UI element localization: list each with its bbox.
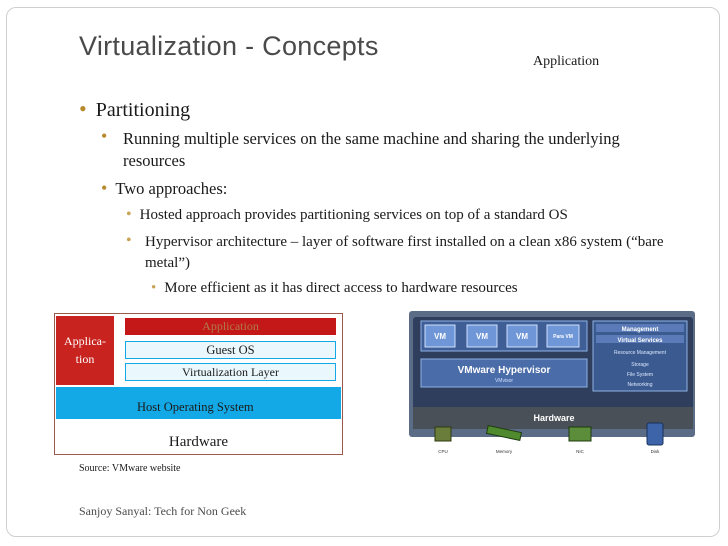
bullet-dot-icon: • <box>126 232 132 249</box>
footer-author: Sanjoy Sanyal: Tech for Non Geek <box>79 504 247 518</box>
service-label: Networking <box>627 382 652 388</box>
vm-box-label: VM <box>516 332 528 341</box>
service-label: Storage <box>631 362 649 368</box>
bullet-text: Running multiple services on the same ma… <box>123 129 620 170</box>
bullet-dot-icon: • <box>101 126 108 146</box>
hypervisor-label: VMware Hypervisor <box>458 365 551 376</box>
bullet-hosted-approach: • Hosted approach provides partitioning s… <box>126 206 568 224</box>
vm-box-label: Para VM <box>553 334 573 340</box>
host-os-layer: Host Operating System <box>56 387 341 419</box>
bullet-text: Partitioning <box>95 99 191 121</box>
service-label: File System <box>627 372 653 378</box>
service-label: Resource Management <box>614 350 667 356</box>
slide-frame <box>6 7 720 537</box>
application-top-block: Application <box>125 318 336 335</box>
bullet-dot-icon: • <box>79 96 87 121</box>
component-label: Disk <box>651 449 660 454</box>
bullet-running-services: • Running multiple services on the same … <box>101 126 681 172</box>
component-label: Memory <box>496 449 513 454</box>
bullet-partitioning: • Partitioning <box>79 96 190 122</box>
application-label: Application <box>533 54 600 69</box>
cpu-icon <box>434 426 452 442</box>
hardware-label: Hardware <box>533 413 574 423</box>
disk-icon <box>646 422 664 446</box>
bullet-dot-icon: • <box>151 280 157 296</box>
application-side-block: Applica-tion <box>56 316 114 385</box>
vm-box-label: VM <box>476 332 488 341</box>
memory-icon <box>485 424 523 442</box>
vmware-hypervisor-image: VM VM VM Para VM VMware Hypervisor VMvis… <box>409 311 695 454</box>
vm-box-label: VM <box>434 332 446 341</box>
bullet-dot-icon: • <box>101 178 108 198</box>
management-label: Management <box>622 327 659 333</box>
source-note: Source: VMware website <box>79 463 181 474</box>
guest-os-block: Guest OS <box>125 341 336 359</box>
bullet-hypervisor-architecture: • Hypervisor architecture – layer of sof… <box>126 232 676 274</box>
slide-title: Virtualization - Concepts <box>79 31 379 61</box>
hardware-label: Hardware <box>168 434 229 450</box>
hypervisor-sub-label: VMvisor <box>495 378 513 384</box>
virtualization-layer-block: Virtualization Layer <box>125 363 336 381</box>
bullet-two-approaches: • Two approaches: <box>101 178 227 199</box>
component-label: NIC <box>576 449 585 454</box>
bullet-text: More efficient as it has direct access t… <box>164 280 518 296</box>
virtual-services-label: Virtual Services <box>618 338 664 344</box>
component-label: CPU <box>438 449 448 454</box>
bullet-more-efficient: • More efficient as it has direct access … <box>151 280 518 297</box>
bullet-text: Two approaches: <box>115 179 228 198</box>
bullet-text: Hypervisor architecture – layer of softw… <box>145 234 664 271</box>
nic-icon <box>568 426 592 442</box>
bullet-dot-icon: • <box>126 206 132 223</box>
hosted-architecture-diagram: Host Operating System Applica-tion Appli… <box>54 313 343 455</box>
bullet-text: Hosted approach provides partitioning se… <box>139 207 568 223</box>
